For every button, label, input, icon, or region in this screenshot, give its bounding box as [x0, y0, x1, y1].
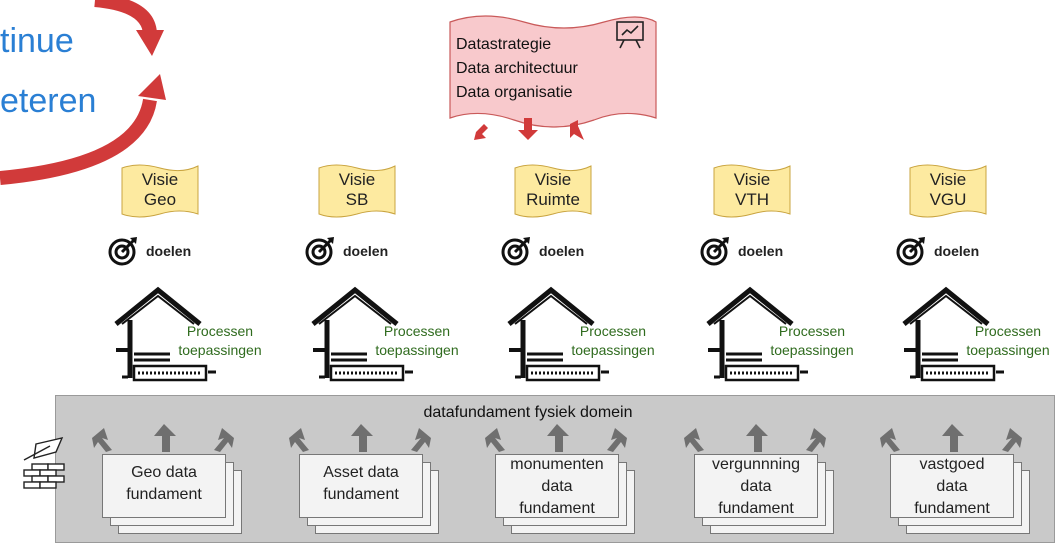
- house-process-icon: [114, 286, 216, 382]
- fundament-card: [102, 454, 226, 518]
- process-label: Processen toepassingen: [160, 322, 280, 360]
- doelen-row: doelen: [305, 234, 388, 268]
- doelen-row: doelen: [896, 234, 979, 268]
- target-icon: [305, 237, 334, 266]
- doelen-row: doelen: [501, 234, 584, 268]
- foundation-up-arrows: [880, 424, 1022, 452]
- process-line2: toepassingen: [178, 342, 262, 358]
- visie-line2: SB: [345, 190, 369, 209]
- doelen-label: doelen: [539, 243, 585, 259]
- process-label: Processen toepassingen: [948, 322, 1056, 360]
- fundament-line: Asset data: [323, 464, 399, 481]
- banner-down-arrows: [474, 118, 584, 140]
- cycle-text-line2: eteren: [0, 82, 97, 120]
- fundament-card-text: Asset data fundament: [299, 462, 423, 506]
- house-process-icon: [507, 286, 609, 382]
- doelen-label: doelen: [934, 243, 980, 259]
- fundament-card: [299, 454, 423, 518]
- visie-line1: Visie: [733, 170, 771, 189]
- fundament-card: [890, 454, 1014, 518]
- fundament-line: vastgoed: [919, 456, 985, 473]
- fundament-line: fundament: [126, 486, 202, 503]
- foundation-up-arrows: [684, 424, 826, 452]
- fundament-card-text: Geo data fundament: [102, 462, 226, 506]
- process-line2: toepassingen: [571, 342, 655, 358]
- visie-scroll: [318, 164, 396, 218]
- visie-line1: Visie: [929, 170, 967, 189]
- visie-box: Visie VTH: [710, 162, 794, 220]
- banner-line-3: Data organisatie: [456, 84, 573, 101]
- process-label: Processen toepassingen: [752, 322, 872, 360]
- visie-line2: VTH: [735, 190, 769, 209]
- house-process-icon: [311, 286, 413, 382]
- doelen-label: doelen: [146, 243, 192, 259]
- visie-scroll: [121, 164, 199, 218]
- process-line2: toepassingen: [770, 342, 854, 358]
- doelen-row: doelen: [700, 234, 783, 268]
- visie-box: Visie VGU: [906, 162, 990, 220]
- foundation-up-arrows: [289, 424, 431, 452]
- house-process-icon: [902, 286, 1004, 382]
- visie-box: Visie Ruimte: [511, 162, 595, 220]
- process-line2: toepassingen: [375, 342, 459, 358]
- fundament-line: fundament: [718, 500, 794, 517]
- target-icon: [501, 237, 530, 266]
- process-line1: Processen: [579, 323, 647, 339]
- strategy-banner-scroll: [449, 15, 657, 128]
- house-process-icon: [706, 286, 808, 382]
- foundation-up-arrows: [92, 424, 234, 452]
- process-label: Processen toepassingen: [553, 322, 673, 360]
- fundament-line: data: [541, 478, 573, 495]
- doelen-label: doelen: [738, 243, 784, 259]
- target-icon: [700, 237, 729, 266]
- fundament-line: data: [740, 478, 772, 495]
- fundament-line: fundament: [519, 500, 595, 517]
- doelen-row: doelen: [108, 234, 191, 268]
- visie-scroll: [514, 164, 592, 218]
- process-line2: toepassingen: [966, 342, 1050, 358]
- process-line1: Processen: [778, 323, 846, 339]
- fundament-card: [694, 454, 818, 518]
- brick-wall-icon: [23, 437, 65, 489]
- visie-line2: VGU: [929, 190, 967, 209]
- fundament-line: data: [936, 478, 968, 495]
- fundament-line: fundament: [323, 486, 399, 503]
- target-icon: [896, 237, 925, 266]
- process-line1: Processen: [383, 323, 451, 339]
- visie-scroll: [909, 164, 987, 218]
- cycle-arrow-graphic: [0, 0, 166, 185]
- doelen-label: doelen: [343, 243, 389, 259]
- visie-line2: Geo: [143, 190, 177, 209]
- fundament-line: fundament: [914, 500, 990, 517]
- fundament-line: Geo data: [131, 464, 197, 481]
- fundament-line: monumenten: [510, 456, 604, 473]
- cycle-text-line1: tinue: [0, 22, 74, 60]
- visie-line1: Visie: [338, 170, 376, 189]
- process-line1: Processen: [186, 323, 254, 339]
- visie-box: Visie SB: [315, 162, 399, 220]
- target-icon: [108, 237, 137, 266]
- fundament-line: vergunnning: [711, 456, 801, 473]
- process-line1: Processen: [974, 323, 1042, 339]
- visie-line2: Ruimte: [526, 190, 580, 209]
- presentation-board-icon: [616, 21, 644, 49]
- foundation-up-arrows: [485, 424, 627, 452]
- visie-box: Visie Geo: [118, 162, 202, 220]
- fundament-card-text: vastgoed data fundament: [890, 454, 1014, 520]
- process-label: Processen toepassingen: [357, 322, 477, 360]
- fundament-card-text: vergunnning data fundament: [694, 454, 818, 520]
- banner-line-1: Datastrategie: [456, 36, 552, 53]
- visie-line1: Visie: [141, 170, 179, 189]
- visie-line1: Visie: [534, 170, 572, 189]
- fundament-card: [495, 454, 619, 518]
- visie-scroll: [713, 164, 791, 218]
- banner-line-2: Data architectuur: [456, 60, 578, 77]
- foundation-title: datafundament fysiek domein: [423, 404, 633, 421]
- fundament-card-text: monumenten data fundament: [495, 454, 619, 520]
